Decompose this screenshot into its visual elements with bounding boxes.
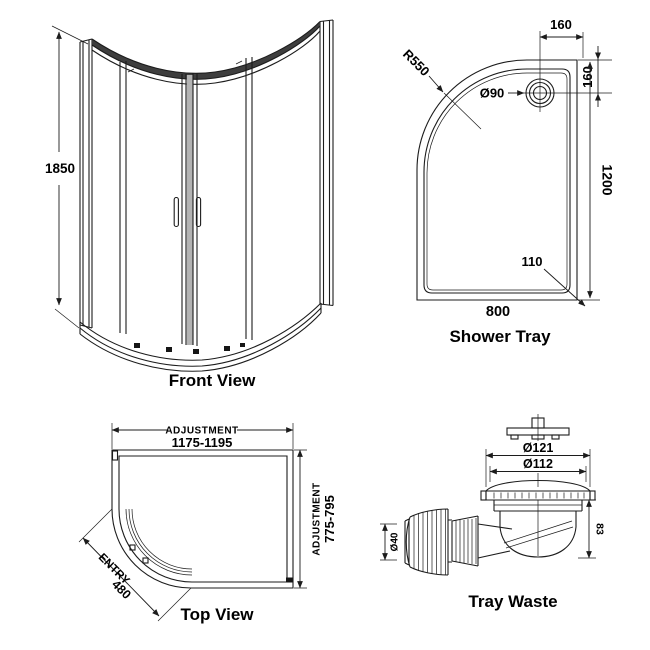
top-view-outline xyxy=(111,449,294,589)
enclosure-frame xyxy=(79,19,334,372)
depth-adjustment-label: ADJUSTMENT xyxy=(312,482,323,555)
depth-adjustment-dimension: ADJUSTMENT 775-795 xyxy=(294,449,337,589)
width-800-text: 800 xyxy=(486,304,510,320)
door-gap-strip xyxy=(186,75,193,345)
outlet-diameter-dimension: Ø40 xyxy=(380,523,401,561)
top-160-text: 160 xyxy=(550,17,572,32)
outlet-diameter-text: Ø40 xyxy=(390,532,401,551)
tray-waste-panel: Ø121 Ø112 xyxy=(380,414,606,611)
body-diameter-text: Ø112 xyxy=(523,457,553,471)
shower-tray-label: Shower Tray xyxy=(449,327,551,346)
door-handle-left xyxy=(173,196,179,228)
door-handle-right xyxy=(195,196,202,228)
depth-adjustment-range: 775-795 xyxy=(322,495,337,543)
body-diameter-dimension: Ø112 xyxy=(489,457,587,482)
width-adjustment-range: 1175-1195 xyxy=(172,435,233,450)
wall-profile-detail xyxy=(111,450,119,461)
tray-waste-label: Tray Waste xyxy=(468,592,557,611)
waste-body xyxy=(404,480,596,576)
width-adjustment-label: ADJUSTMENT xyxy=(165,426,238,437)
door-guide xyxy=(134,343,140,348)
waste-top-fixing xyxy=(506,414,570,556)
tray-outline xyxy=(416,59,578,301)
corner-110-text: 110 xyxy=(522,254,543,269)
front-height-dim-text: 1850 xyxy=(45,161,75,176)
front-view-panel: 1850 xyxy=(45,19,334,390)
corner-detail xyxy=(286,577,293,583)
height-dimension: 1850 xyxy=(45,25,89,329)
door-guide xyxy=(193,349,199,354)
width-adjustment-dimension: ADJUSTMENT 1175-1195 xyxy=(111,423,294,450)
side-160-text: 160 xyxy=(580,66,595,88)
front-view-label: Front View xyxy=(169,371,256,390)
shower-tray-panel: Ø90 R550 160 160 1200 110 8 xyxy=(400,17,615,346)
door-guide xyxy=(240,343,245,347)
door-guide xyxy=(166,347,172,352)
drain-dim-text: Ø90 xyxy=(480,86,505,101)
door-guide xyxy=(224,346,230,351)
top-view-label: Top View xyxy=(180,605,254,624)
entry-value: 480 xyxy=(109,577,134,602)
flange-diameter-text: Ø121 xyxy=(523,441,554,455)
flange-diameter-dimension: Ø121 xyxy=(485,441,591,487)
corner-radius-dimension: 110 xyxy=(522,254,586,307)
drain-offset-top-dimension: 160 xyxy=(539,17,584,58)
waste-height-dimension: 83 xyxy=(578,499,606,559)
radius-dim-text: R550 xyxy=(400,46,433,79)
top-view-panel: ADJUSTMENT 1175-1195 ADJUSTMENT 775-795 … xyxy=(78,423,337,624)
sliding-door-panels xyxy=(119,57,253,354)
drain-circles xyxy=(524,31,612,112)
length-1200-text: 1200 xyxy=(600,164,616,195)
waste-height-text: 83 xyxy=(594,523,606,535)
door-roller xyxy=(142,557,149,564)
drain-diameter-dimension: Ø90 xyxy=(480,86,525,101)
length-dimension: 1200 xyxy=(578,61,616,301)
